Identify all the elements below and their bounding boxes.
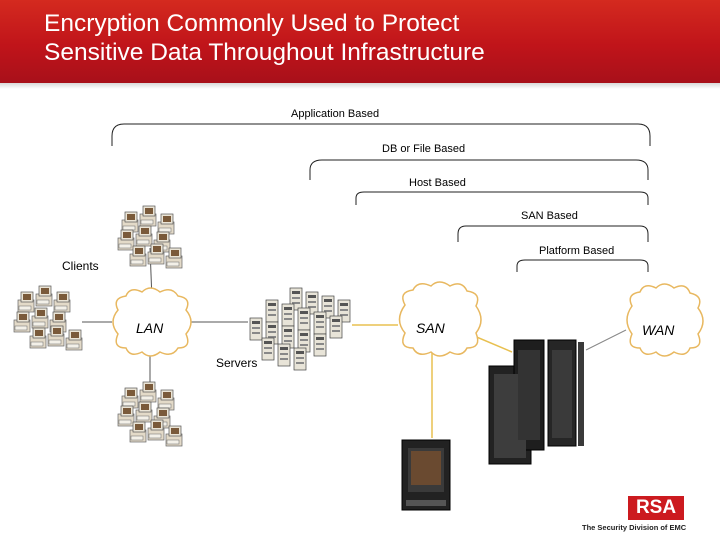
wan-cloud <box>626 283 704 357</box>
servers-label: Servers <box>216 356 258 370</box>
array-to-wan-line <box>585 329 627 351</box>
bottom-clients-cluster <box>117 381 183 447</box>
application-based-bracket <box>111 123 651 146</box>
server-farm <box>249 287 351 371</box>
slide-title: Encryption Commonly Used to Protect Sens… <box>44 9 485 67</box>
platform-based-bracket <box>516 259 649 272</box>
banner-shadow <box>0 83 720 89</box>
rsa-logo: RSA <box>628 496 684 520</box>
title-banner <box>0 0 720 83</box>
db-file-based-label: DB or File Based <box>382 143 466 155</box>
left-clients-cluster <box>13 285 83 351</box>
wan-cloud-label: WAN <box>642 322 675 338</box>
platform-based-label: Platform Based <box>539 245 615 257</box>
san-cloud <box>398 281 482 357</box>
storage-tower <box>401 439 451 511</box>
san-based-label: SAN Based <box>521 210 578 222</box>
san-cloud-label: SAN <box>416 320 445 336</box>
db-file-based-bracket <box>309 159 649 180</box>
san-based-bracket <box>457 225 649 242</box>
title-line-1: Encryption Commonly Used to Protect <box>44 10 460 37</box>
brand-tagline: The Security Division of EMC <box>582 523 687 532</box>
clients-label: Clients <box>62 259 99 273</box>
lan-cloud-label: LAN <box>136 320 164 336</box>
application-based-label: Application Based <box>291 108 380 120</box>
host-based-bracket <box>355 191 649 205</box>
storage-array <box>488 339 584 465</box>
top-clients-cluster <box>117 205 183 269</box>
lan-cloud <box>112 287 192 357</box>
title-line-2: Sensitive Data Throughout Infrastructure <box>44 39 485 66</box>
host-based-label: Host Based <box>409 177 466 189</box>
